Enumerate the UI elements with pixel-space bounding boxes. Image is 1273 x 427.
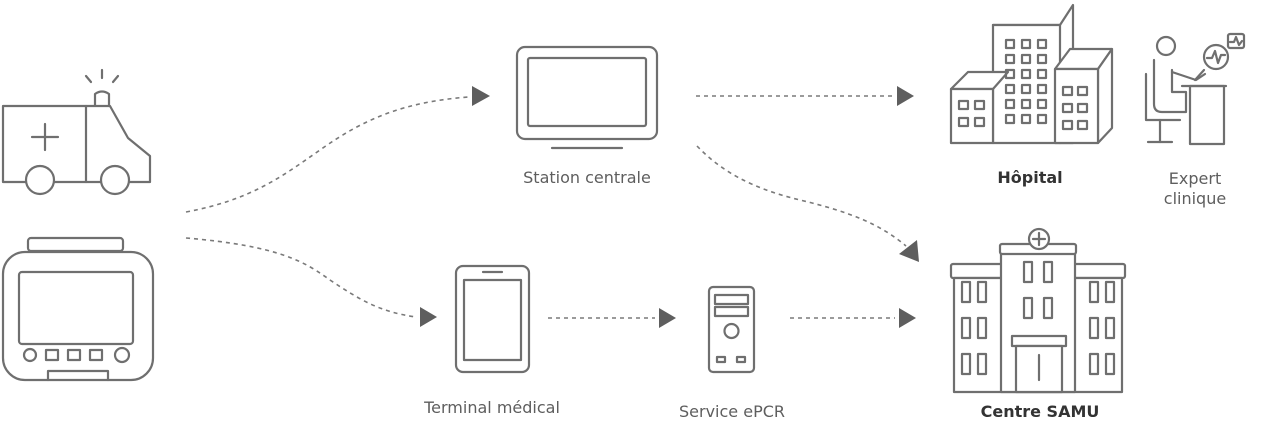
- expert-label-line1: Expert: [1168, 169, 1222, 188]
- expert-label-line2: clinique: [1163, 189, 1227, 208]
- station-label: Station centrale: [523, 168, 651, 187]
- server-tower-icon: [707, 285, 756, 374]
- terminal-label: Terminal médical: [424, 398, 560, 417]
- clinician-at-desk-icon: [1144, 32, 1246, 146]
- hospital-buildings-icon: [949, 3, 1114, 145]
- flow-terminal-to-epcr: [548, 308, 676, 328]
- patient-monitor-icon: [1, 236, 155, 382]
- emergency-center-building-icon: [949, 227, 1127, 394]
- flow-monitor-to-terminal: [185, 237, 437, 327]
- flow-station-to-hopital: [696, 86, 914, 106]
- flow-station-to-samu: [696, 145, 919, 262]
- samu-label: Centre SAMU: [980, 402, 1100, 421]
- flow-epcr-to-samu: [790, 308, 916, 328]
- flow-ambulance-to-station: [185, 86, 490, 213]
- epcr-label: Service ePCR: [679, 402, 785, 421]
- desktop-monitor-icon: [515, 45, 659, 150]
- ambulance-icon: [1, 68, 152, 196]
- tablet-icon: [454, 264, 531, 374]
- hopital-label: Hôpital: [997, 168, 1063, 187]
